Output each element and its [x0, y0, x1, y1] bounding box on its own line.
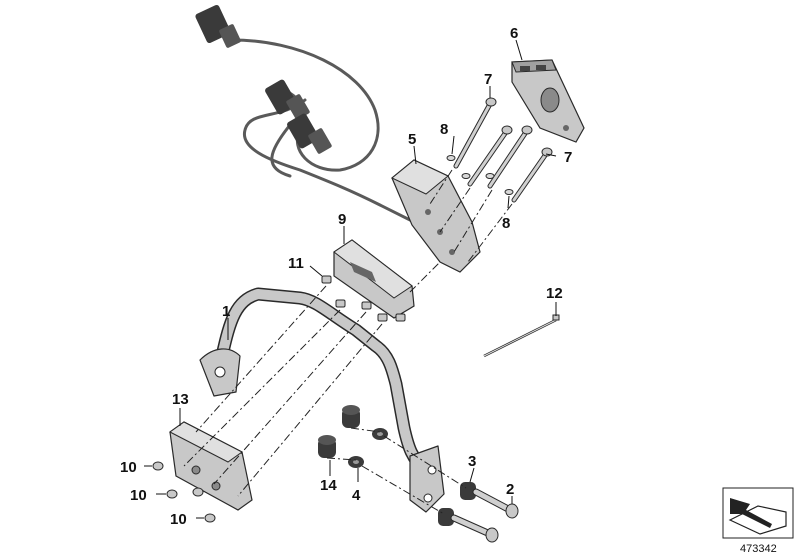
part-8-washers — [446, 155, 514, 195]
callout-10-upper: 10 — [120, 459, 137, 476]
callout-1: 1 — [222, 303, 230, 320]
part-5-bracket — [391, 159, 481, 273]
part-10-caps — [152, 461, 216, 523]
callout-4: 4 — [352, 487, 361, 504]
callout-10-lower: 10 — [170, 511, 187, 528]
callout-8-lower: 8 — [502, 215, 510, 232]
callout-11: 11 — [288, 255, 304, 272]
callout-6: 6 — [510, 25, 518, 42]
arrow-page-icon — [722, 487, 794, 539]
callout-8-upper: 8 — [440, 121, 448, 138]
callout-14: 14 — [320, 477, 337, 494]
callout-3: 3 — [468, 453, 476, 470]
callout-13: 13 — [172, 391, 189, 408]
callout-2: 2 — [506, 481, 514, 498]
assembly-guide-lines — [183, 169, 513, 515]
part-5-connector-plugs — [195, 4, 332, 154]
callout-5: 5 — [408, 131, 416, 148]
diagram-number: 473342 — [740, 543, 777, 555]
callout-9: 9 — [338, 211, 346, 228]
callout-7-upper: 7 — [484, 71, 492, 88]
callout-12: 12 — [546, 285, 563, 302]
part-12-cable-tie — [483, 314, 560, 358]
part-11-nuts — [321, 275, 406, 322]
part-7-screw-mid — [467, 125, 513, 187]
part-2-bolts — [450, 488, 519, 543]
part-7-screw-lower — [511, 147, 553, 203]
part-5-cable-harness — [230, 38, 422, 227]
part-7-screw-upper — [453, 97, 497, 169]
part-7-screw-right — [487, 125, 533, 189]
callout-7-lower: 7 — [564, 149, 572, 166]
part-4-spacers — [348, 428, 388, 468]
leader-lines — [144, 39, 557, 519]
part-6-mounting-plate — [511, 59, 585, 143]
part-14-rubber-buffers — [318, 405, 360, 458]
part-9-adapter-block — [333, 239, 415, 319]
callout-10-mid: 10 — [130, 487, 147, 504]
part-13-base-plate — [169, 421, 253, 511]
